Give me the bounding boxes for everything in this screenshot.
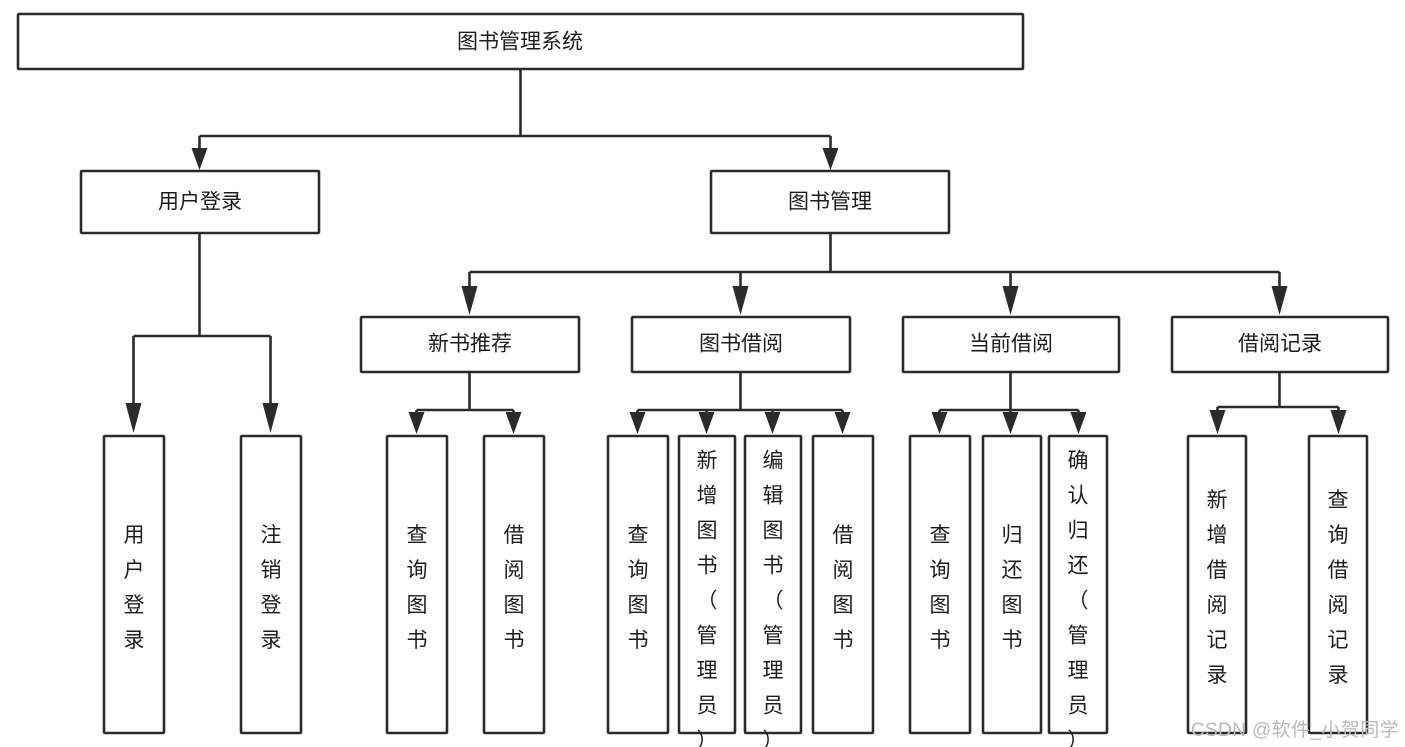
arrow-cb-c2 bbox=[1002, 412, 1019, 434]
leaf-return-book-label: 归还图书 bbox=[1002, 524, 1023, 652]
node-user-login[interactable]: 用户登录 bbox=[79, 169, 321, 235]
connector-group-current-borrow bbox=[931, 372, 1087, 434]
arrow-br-c2 bbox=[1330, 410, 1347, 434]
arrow-bb-c1 bbox=[629, 412, 646, 434]
node-current-borrow-box[interactable] bbox=[901, 315, 1121, 374]
node-current-borrow[interactable]: 当前借阅 bbox=[901, 315, 1121, 374]
connector-group-user-login bbox=[125, 233, 279, 433]
arrow-bb-c3 bbox=[764, 412, 781, 434]
node-root-box[interactable] bbox=[16, 12, 1025, 71]
node-book-manage-box[interactable] bbox=[709, 169, 951, 235]
leaf-borrow-book-1[interactable]: 借阅图书 bbox=[482, 434, 546, 735]
leaf-query-borrow-record[interactable]: 查询借阅记录 bbox=[1307, 434, 1369, 735]
arrow-nbr-c2 bbox=[505, 412, 522, 434]
node-new-book-rec-label: 新书推荐 bbox=[428, 333, 512, 356]
leaf-add-book-admin-box[interactable] bbox=[677, 434, 737, 735]
connector-group-new-book-rec bbox=[408, 372, 522, 434]
csdn-watermark: CSDN @软件_小贺同学 bbox=[1190, 720, 1399, 741]
arrow-cb-c1 bbox=[931, 412, 948, 434]
node-book-borrow-label: 图书借阅 bbox=[699, 333, 783, 356]
arrow-ul-c2 bbox=[262, 403, 279, 433]
leaf-user-login-box[interactable] bbox=[102, 434, 166, 735]
leaf-query-book-3-label: 查询图书 bbox=[930, 524, 951, 652]
node-book-manage[interactable]: 图书管理 bbox=[709, 169, 951, 235]
leaf-edit-book-admin-label: 编辑图书（管理员） bbox=[763, 449, 784, 747]
leaf-query-borrow-record-box[interactable] bbox=[1307, 434, 1369, 735]
connector-group-book-borrow bbox=[629, 372, 851, 434]
leaf-query-borrow-record-label: 查询借阅记录 bbox=[1328, 489, 1349, 687]
node-user-login-label: 用户登录 bbox=[158, 191, 242, 214]
node-borrow-record-box[interactable] bbox=[1170, 315, 1390, 374]
leaf-logout-label: 注销登录 bbox=[261, 524, 282, 652]
arrow-ul-c1 bbox=[125, 403, 142, 433]
leaf-node-layer: 用户登录 注销登录 查询图书 借阅图书 查询图书 新增图书（管理员） 编辑图书（管理员） 借阅… bbox=[102, 434, 1369, 747]
leaf-query-book-2-label: 查询图书 bbox=[628, 524, 649, 652]
leaf-borrow-book-2[interactable]: 借阅图书 bbox=[811, 434, 875, 735]
leaf-add-book-admin-label: 新增图书（管理员） bbox=[697, 449, 718, 747]
leaf-confirm-return-admin-box[interactable] bbox=[1047, 434, 1109, 735]
connector-group-borrow-record bbox=[1209, 372, 1347, 434]
leaf-add-book-admin[interactable]: 新增图书（管理员） bbox=[677, 434, 737, 747]
node-root[interactable]: 图书管理系统 bbox=[16, 12, 1025, 71]
leaf-add-borrow-record-label: 新增借阅记录 bbox=[1207, 489, 1228, 687]
leaf-logout-box[interactable] bbox=[239, 434, 303, 735]
arrow-br-c1 bbox=[1209, 410, 1226, 434]
leaf-query-book-1-label: 查询图书 bbox=[407, 524, 428, 652]
node-current-borrow-label: 当前借阅 bbox=[969, 333, 1053, 356]
leaf-borrow-book-2-box[interactable] bbox=[811, 434, 875, 735]
leaf-query-book-3-box[interactable] bbox=[908, 434, 972, 735]
arrow-nbr-c1 bbox=[408, 412, 425, 434]
leaf-query-book-1[interactable]: 查询图书 bbox=[385, 434, 449, 735]
leaf-user-login[interactable]: 用户登录 bbox=[102, 434, 166, 735]
arrow-to-book-manage bbox=[822, 148, 839, 170]
leaf-return-book-box[interactable] bbox=[981, 434, 1043, 735]
node-book-manage-label: 图书管理 bbox=[788, 191, 872, 214]
leaf-query-book-2-box[interactable] bbox=[606, 434, 670, 735]
leaf-add-borrow-record[interactable]: 新增借阅记录 bbox=[1186, 434, 1248, 735]
node-book-borrow[interactable]: 图书借阅 bbox=[630, 315, 852, 374]
leaf-user-login-label: 用户登录 bbox=[124, 524, 145, 652]
arrow-bm-c3 bbox=[1002, 286, 1019, 315]
leaf-return-book[interactable]: 归还图书 bbox=[981, 434, 1043, 735]
leaf-logout[interactable]: 注销登录 bbox=[239, 434, 303, 735]
leaf-add-borrow-record-box[interactable] bbox=[1186, 434, 1248, 735]
connector-group-root bbox=[191, 69, 839, 170]
arrow-bb-c4 bbox=[834, 412, 851, 434]
leaf-borrow-book-1-label: 借阅图书 bbox=[504, 524, 525, 652]
arrow-bb-c2 bbox=[698, 412, 715, 434]
leaf-edit-book-admin-box[interactable] bbox=[743, 434, 803, 735]
node-user-login-box[interactable] bbox=[79, 169, 321, 235]
node-borrow-record[interactable]: 借阅记录 bbox=[1170, 315, 1390, 374]
leaf-query-book-2[interactable]: 查询图书 bbox=[606, 434, 670, 735]
leaf-query-book-1-box[interactable] bbox=[385, 434, 449, 735]
node-book-borrow-box[interactable] bbox=[630, 315, 852, 374]
node-new-book-rec[interactable]: 新书推荐 bbox=[359, 315, 581, 374]
node-borrow-record-label: 借阅记录 bbox=[1238, 333, 1322, 356]
connector-group-book-manage bbox=[461, 233, 1288, 315]
arrow-bm-c4 bbox=[1271, 286, 1288, 315]
leaf-edit-book-admin[interactable]: 编辑图书（管理员） bbox=[743, 434, 803, 747]
arrow-to-user-login bbox=[191, 148, 208, 170]
arrow-bm-c2 bbox=[732, 286, 749, 315]
node-new-book-rec-box[interactable] bbox=[359, 315, 581, 374]
leaf-confirm-return-admin[interactable]: 确认归还（管理员） bbox=[1047, 434, 1109, 747]
leaf-borrow-book-1-box[interactable] bbox=[482, 434, 546, 735]
leaf-borrow-book-2-label: 借阅图书 bbox=[833, 524, 854, 652]
arrow-bm-c1 bbox=[461, 286, 478, 315]
arrow-cb-c3 bbox=[1070, 412, 1087, 434]
node-root-label: 图书管理系统 bbox=[457, 31, 583, 54]
leaf-confirm-return-admin-label: 确认归还（管理员） bbox=[1068, 449, 1089, 747]
leaf-query-book-3[interactable]: 查询图书 bbox=[908, 434, 972, 735]
